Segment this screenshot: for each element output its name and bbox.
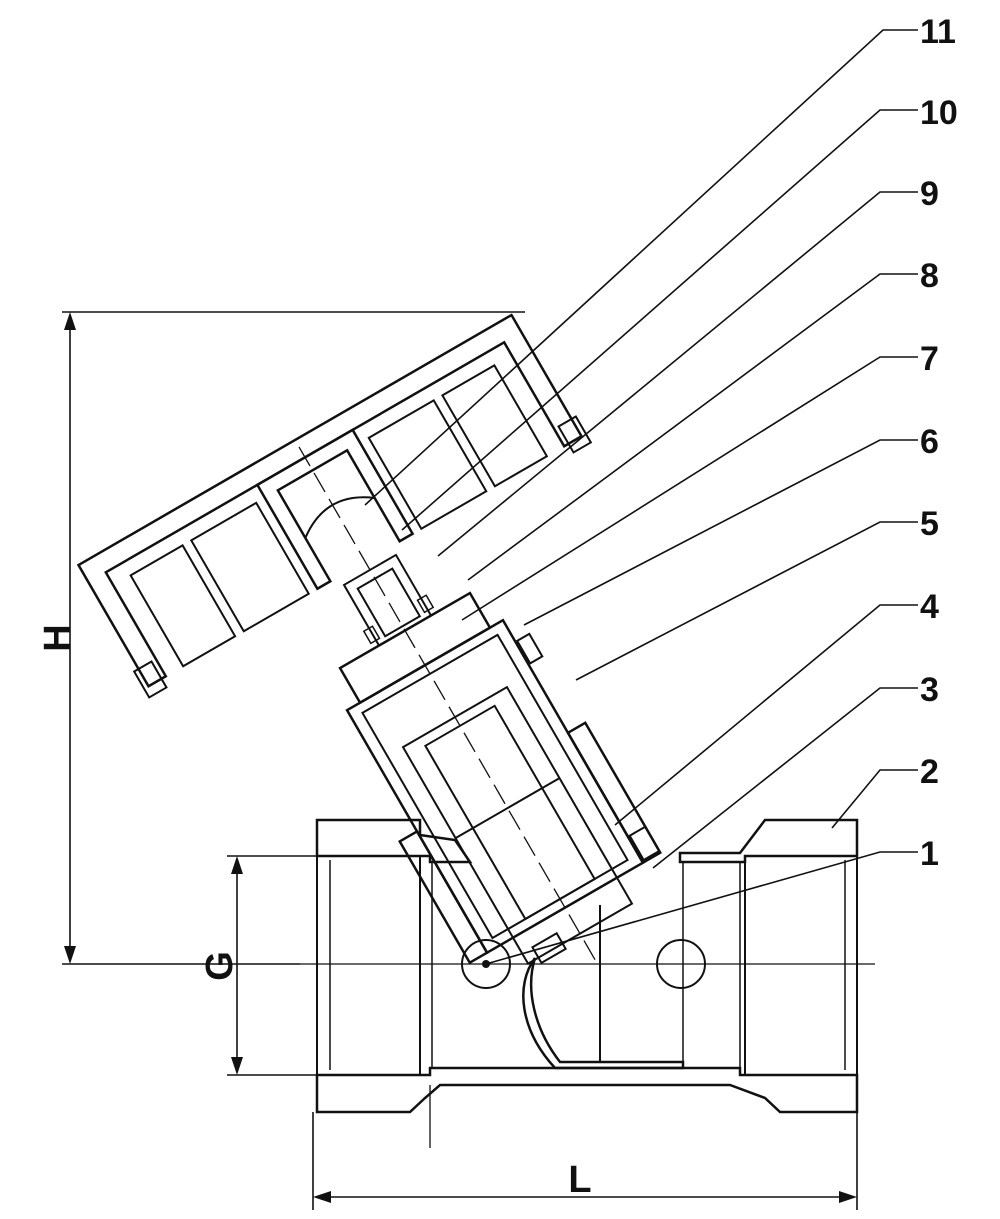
callout-4: 4 xyxy=(920,588,939,626)
disc-seal xyxy=(531,931,568,965)
leader-7 xyxy=(461,356,918,621)
leader-2 xyxy=(831,769,918,829)
stem-axis xyxy=(294,439,596,960)
dimension-l-label: L xyxy=(568,1159,591,1201)
callout-numbers: 11 10 9 8 7 6 5 4 3 2 1 xyxy=(920,13,958,873)
left-thread-outer xyxy=(316,855,421,1076)
leader-10 xyxy=(401,109,918,531)
valve-body xyxy=(300,818,875,1148)
callout-1: 1 xyxy=(920,835,939,873)
body-bottom-wall xyxy=(315,1066,859,1114)
dimension-length: L xyxy=(312,1112,858,1210)
callout-11: 11 xyxy=(920,13,956,51)
valve-disc xyxy=(511,876,634,966)
right-thread-outer xyxy=(744,855,858,1076)
leader-lines xyxy=(364,29,918,968)
leader-5 xyxy=(575,521,918,681)
leader-8 xyxy=(467,273,918,581)
callout-5: 5 xyxy=(920,505,939,543)
callout-10: 10 xyxy=(920,94,958,132)
leader-3 xyxy=(652,687,918,869)
o-ring-right xyxy=(628,825,661,862)
leader-11 xyxy=(364,29,918,506)
bonnet-assembly xyxy=(76,313,662,966)
dimension-h-label: H xyxy=(37,624,79,651)
handwheel-outer xyxy=(76,313,584,688)
callout-7: 7 xyxy=(920,340,939,378)
dimension-height: H xyxy=(37,311,525,965)
leader-9 xyxy=(437,191,918,557)
callout-6: 6 xyxy=(920,423,939,461)
leader-1 xyxy=(485,851,918,965)
callout-8: 8 xyxy=(920,257,939,295)
o-ring-upper xyxy=(515,632,544,665)
leader-4 xyxy=(614,604,918,826)
callout-2: 2 xyxy=(920,753,939,791)
callout-9: 9 xyxy=(920,175,939,213)
gland-nut xyxy=(338,591,492,705)
body-seat-weir xyxy=(522,957,685,1070)
callout-3: 3 xyxy=(920,671,939,709)
handwheel xyxy=(76,313,593,699)
leader-6 xyxy=(523,439,918,626)
dimension-diameter: G xyxy=(199,855,320,1076)
dimension-g-label: G xyxy=(199,951,241,981)
